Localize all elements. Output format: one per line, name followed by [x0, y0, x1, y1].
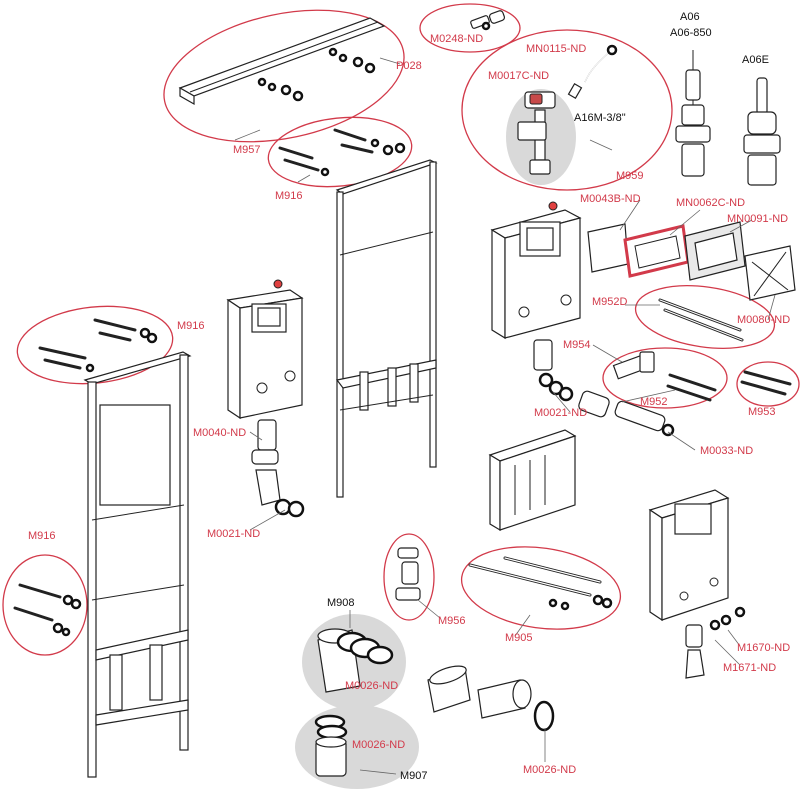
- label-m907: M907: [400, 770, 428, 782]
- rods-m952d: [658, 298, 744, 342]
- sleeve-m907: [314, 714, 348, 777]
- pipes-center-bottom: [427, 665, 555, 732]
- label-m0021-right: M0021-ND: [534, 407, 588, 419]
- label-m953: M953: [748, 406, 776, 418]
- label-m957: M957: [233, 144, 261, 156]
- callout-m956: [383, 533, 435, 621]
- rods-m952: [666, 373, 717, 402]
- gasket-mn0062c: [623, 224, 690, 278]
- pipe-center: [251, 419, 305, 518]
- label-p028: P028: [396, 60, 422, 72]
- insulation-box: [488, 429, 577, 532]
- clips-m954: [612, 351, 655, 380]
- label-m1670: M1670-ND: [737, 642, 791, 654]
- label-m0040: M0040-ND: [193, 427, 247, 439]
- label-a16m: A16M-3/8": [574, 112, 626, 124]
- label-m905: M905: [505, 632, 533, 644]
- cistern-right: [490, 201, 582, 340]
- callout-m916-left: [16, 305, 174, 385]
- callout-m0248: [419, 3, 521, 53]
- label-mn0062c: MN0062C-ND: [676, 197, 746, 209]
- label-mn0115: MN0115-ND: [526, 43, 587, 55]
- pipe-right: [533, 339, 675, 437]
- label-m0043b: M0043B-ND: [580, 193, 641, 205]
- label-m956: M956: [438, 615, 466, 627]
- part-fill-valve: [517, 91, 556, 175]
- label-m1671: M1671-ND: [723, 662, 777, 674]
- label-m0033: M0033-ND: [700, 445, 754, 457]
- label-m0017c: M0017C-ND: [488, 70, 550, 82]
- plate-mn0091: [684, 221, 746, 281]
- bolts-m916-left: [38, 318, 158, 373]
- bolts-m916-bottom: [13, 583, 82, 637]
- callout-m905: [460, 546, 622, 630]
- label-m0080: M0080-ND: [737, 314, 791, 326]
- callout-m916-top: [267, 116, 413, 188]
- bolts-m916-top: [278, 128, 406, 177]
- rail-m957: [178, 17, 386, 106]
- label-m0026-c: M0026-ND: [523, 764, 577, 776]
- callout-m916-bottom: [2, 554, 88, 656]
- plate-m0043b: [587, 223, 629, 273]
- frame-center: [335, 159, 438, 498]
- label-m0248: M0248-ND: [430, 33, 484, 45]
- label-m0026-a: M0026-ND: [345, 680, 399, 692]
- rods-m905: [468, 556, 613, 611]
- leader-lines: [234, 57, 776, 775]
- cistern-center: [226, 279, 304, 420]
- label-m0021-left: M0021-ND: [207, 528, 261, 540]
- callout-m952-m954: [602, 347, 728, 409]
- part-a06: [675, 50, 711, 177]
- bend-m908: [317, 628, 394, 693]
- callout-m959: [461, 29, 673, 191]
- label-m959: M959: [616, 170, 644, 182]
- part-m959-hose: [567, 44, 618, 100]
- label-m916-left: M916: [177, 320, 205, 332]
- cistern-small: [648, 489, 746, 679]
- label-a06: A06: [680, 11, 700, 23]
- callout-m953: [736, 361, 800, 407]
- part-m0248: [470, 10, 506, 31]
- frame-left: [83, 351, 192, 778]
- label-m952d: M952D: [592, 296, 628, 308]
- label-m0026-b: M0026-ND: [352, 739, 406, 751]
- callout-m957: [163, 9, 405, 143]
- label-mn0091: MN0091-ND: [727, 213, 789, 225]
- plate-m0080: [744, 245, 796, 301]
- rods-m953: [740, 370, 792, 396]
- callout-m952d: [634, 285, 776, 349]
- label-m916-bottom: M916: [28, 530, 56, 542]
- clamp-m956: [395, 547, 421, 601]
- label-m908: M908: [327, 597, 355, 609]
- label-m916-top: M916: [275, 190, 303, 202]
- label-m952: M952: [640, 396, 668, 408]
- label-a06e: A06E: [742, 54, 769, 66]
- part-a06e: [743, 77, 781, 186]
- label-m954: M954: [563, 339, 591, 351]
- label-a06-850: A06-850: [670, 27, 712, 39]
